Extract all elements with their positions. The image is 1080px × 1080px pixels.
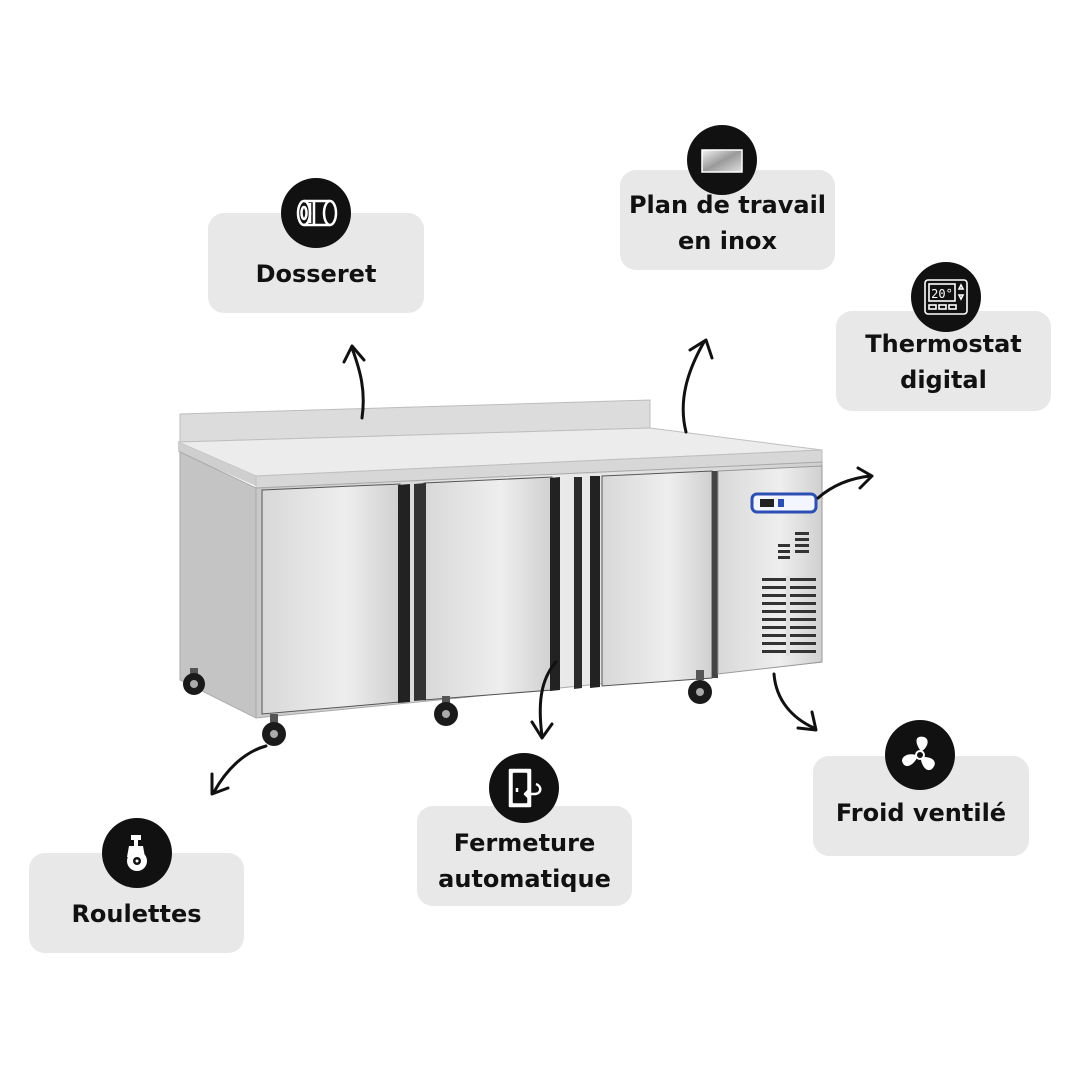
feature-label-plan-line1: Plan de travail [628,191,827,219]
digital-thermostat-icon: 20° [911,262,981,332]
feature-label-dosseret: Dosseret [255,260,377,288]
arrow-froid [772,672,816,730]
arrow-plan [681,340,706,434]
feature-card-plan-de-travail: Plan de travail en inox [620,170,835,270]
arrow-roulettes [212,744,268,794]
feature-label-fermeture-line2: automatique [438,865,611,893]
feature-label-plan-line2: en inox [678,227,777,255]
feature-label-froid: Froid ventilé [835,799,1007,827]
backsplash-roll-icon [281,178,351,248]
stainless-worktop-icon [687,125,757,195]
feature-label-thermostat-line2: digital [900,366,987,394]
door-close-icon [489,753,559,823]
arrow-fermeture [538,660,558,738]
arrow-thermostat [816,474,872,500]
feature-label-thermostat-line1: Thermostat [865,330,1022,358]
fan-icon [885,720,955,790]
ventilation-grille [762,532,816,656]
feature-label-fermeture-line1: Fermeture [453,829,596,857]
thermostat-icon-readout: 20° [931,287,953,301]
feature-label-roulettes: Roulettes [71,900,202,928]
caster-wheels [183,668,712,746]
compressor-panel [717,465,823,675]
arrow-dosseret [350,346,365,420]
caster-wheel-icon [102,818,172,888]
